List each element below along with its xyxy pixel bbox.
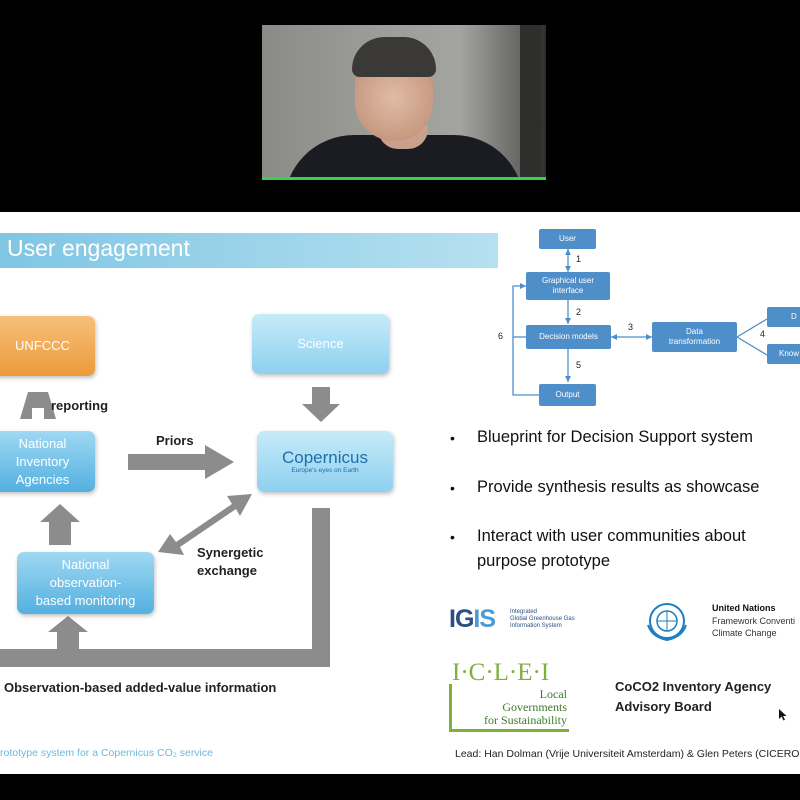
coco2-line2: Advisory Board (615, 699, 712, 714)
priors-label: Priors (156, 433, 194, 448)
un-sub2: Climate Change (712, 628, 777, 638)
iclei-bracket (449, 684, 452, 732)
participant-hair (352, 37, 436, 77)
bullet-dot-2: • (450, 480, 455, 496)
flow-num-4: 4 (760, 329, 766, 339)
national-observation-label: National observation- based monitoring (35, 557, 136, 608)
flow-num-2: 2 (576, 307, 582, 317)
arrow-loop (0, 508, 330, 667)
flow-gui-box: Graphical user interface (526, 272, 610, 300)
webcam-video (262, 25, 546, 180)
science-label: Science (297, 336, 344, 351)
flow-d-box: D (767, 307, 800, 327)
un-title: United Nations (712, 603, 776, 613)
flow-decision-box: Decision models (526, 325, 611, 349)
flow-know-box: Know (767, 344, 800, 364)
arrow-obs-up (40, 504, 80, 545)
igis-logo: IGIS (449, 605, 496, 634)
arrow-priors (128, 445, 234, 479)
bullet-dot-1: • (450, 430, 455, 446)
speaking-indicator (262, 177, 546, 180)
footer-left: rototype system for a Copernicus CO₂ ser… (0, 747, 213, 759)
flow-user-label: User (559, 234, 576, 243)
flow-data-transform-box: Data transformation (652, 322, 737, 352)
igis-text: Integrated Global Greenhouse Gas Informa… (510, 609, 575, 629)
title-bar: User engagement (0, 233, 498, 268)
science-box: Science (252, 314, 389, 374)
bullet-2: Provide synthesis results as showcase (477, 478, 760, 496)
unfccc-box: UNFCCC (0, 316, 95, 376)
national-observation-box: National observation- based monitoring (17, 552, 154, 614)
flow-num-1: 1 (576, 254, 582, 264)
national-inventory-box: National Inventory Agencies (0, 431, 95, 492)
iclei-logo: I·C·L·E·I (452, 659, 550, 686)
flow-d-label: D (791, 312, 797, 321)
bullet-1: Blueprint for Decision Support system (477, 428, 754, 446)
webcam-door (520, 25, 542, 180)
iclei-bracket-bottom (449, 729, 569, 732)
arrow-synergetic (158, 494, 252, 555)
copernicus-label: Copernicus (282, 447, 368, 467)
flow-output-label: Output (555, 390, 580, 399)
copernicus-box: Copernicus Europe's eyes on Earth (257, 431, 393, 492)
flow-know-label: Know (779, 349, 800, 358)
observation-info-label: Observation-based added-value informatio… (4, 680, 277, 695)
arrow-reporting (20, 392, 56, 419)
un-emblem-icon (647, 603, 687, 642)
reporting-label: reporting (51, 398, 109, 413)
flowchart-lines (512, 249, 768, 396)
diagram-arrows (0, 387, 340, 667)
unfccc-label: UNFCCC (15, 338, 70, 353)
flow-num-3: 3 (628, 322, 634, 332)
igis-logo-main: IG (449, 605, 474, 633)
flow-gui-label: Graphical user interface (541, 276, 595, 295)
footer-right: Lead: Han Dolman (Vrije Universiteit Ams… (455, 748, 800, 760)
national-inventory-label: National Inventory Agencies (15, 435, 70, 487)
mouse-cursor-icon (779, 709, 787, 721)
flow-output-box: Output (539, 384, 596, 406)
iclei-sub: Local Governments for Sustainability (484, 687, 567, 727)
presentation-slide: User engagement UNFCCC Science National … (0, 212, 800, 774)
flow-decision-label: Decision models (539, 332, 598, 341)
flow-user-box: User (539, 229, 596, 249)
bullet-dot-3: • (450, 529, 455, 545)
slide-title: User engagement (7, 235, 190, 261)
bullet-3: Interact with user communities about (477, 527, 746, 545)
un-sub1: Framework Conventi (712, 616, 796, 626)
flow-data-transform-label: Data transformation (668, 327, 721, 346)
synergetic-label: Synergetic exchange (197, 545, 264, 578)
copernicus-tagline: Europe's eyes on Earth (291, 466, 359, 474)
flow-num-5: 5 (576, 360, 582, 370)
coco2-line1: CoCO2 Inventory Agency (615, 679, 772, 694)
flow-num-6: 6 (498, 331, 504, 341)
arrow-science-down (302, 387, 340, 422)
igis-logo-suffix: IS (473, 605, 496, 633)
bullet-3-cont: purpose prototype (477, 552, 611, 570)
arrow-loop-up (48, 616, 88, 649)
